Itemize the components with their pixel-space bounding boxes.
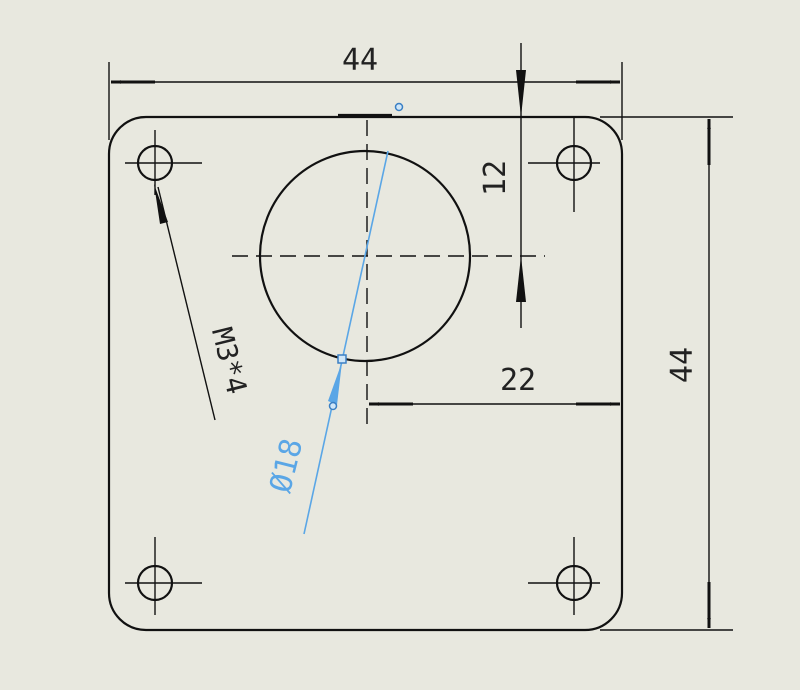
dimension-top-width[interactable]: 44 (108, 43, 623, 140)
dimension-label-offset-horizontal[interactable]: 22 (500, 363, 536, 398)
dimension-grip-handle[interactable] (337, 354, 347, 364)
dimension-label-right-height[interactable]: 44 (665, 347, 700, 383)
dimension-center-offset-horizontal[interactable]: 22 (369, 363, 620, 406)
dimension-label-bore-diameter[interactable]: Ø18 (263, 435, 310, 496)
mounting-hole-top-right[interactable] (528, 117, 600, 212)
snap-point-marker-top[interactable] (394, 102, 404, 112)
hole-callout-leader[interactable]: M3*4 (154, 184, 253, 421)
mounting-hole-bottom-right[interactable] (528, 537, 600, 615)
mounting-hole-bottom-left[interactable] (125, 537, 202, 615)
dimension-right-height[interactable]: 44 (600, 116, 733, 631)
plate-outline[interactable] (107, 113, 624, 632)
mounting-hole-top-left[interactable] (125, 130, 202, 195)
dimension-label-top-width[interactable]: 44 (342, 43, 378, 78)
dimension-center-offset-vertical[interactable]: 12 (478, 43, 526, 328)
dimension-label-offset-vertical[interactable]: 12 (478, 160, 513, 196)
snap-point-marker[interactable] (328, 401, 338, 411)
center-bore[interactable] (232, 120, 545, 425)
dimension-bore-diameter-selected[interactable]: Ø18 (263, 150, 389, 535)
hole-callout-label[interactable]: M3*4 (205, 324, 253, 397)
